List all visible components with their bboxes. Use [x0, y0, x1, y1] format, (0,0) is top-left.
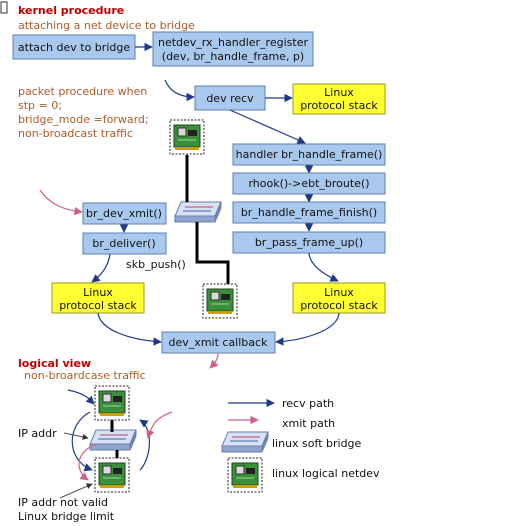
dev-xmit-callback-label: dev_xmit callback	[169, 336, 269, 349]
attach-dev-box: attach dev to bridge	[12, 34, 136, 60]
ip-addr-not-valid-label: IP addr not valid	[18, 496, 108, 509]
br-deliver-box: br_deliver()	[82, 232, 167, 255]
stack-left-line2: protocol stack	[59, 299, 137, 312]
netdev-icon-logical-bottom	[94, 457, 130, 493]
bridge-icon-logical	[89, 429, 137, 451]
stack-right-line1: Linux	[324, 286, 354, 299]
rhook-box: rhook()->ebt_broute()	[232, 172, 386, 195]
legend-netdev-label: linux logical netdev	[272, 467, 380, 480]
bridge-icon-center	[174, 201, 222, 223]
br-handle-frame-finish-box: br_handle_frame_finish()	[232, 201, 386, 224]
arrow-ip-addr	[63, 432, 89, 440]
netdev-icon-bottom	[202, 283, 238, 319]
arrow-ip-addr-not-valid	[59, 483, 93, 499]
arrow-left-stack-to-callback	[97, 312, 162, 346]
packet-note-line3: bridge_mode =forward;	[18, 113, 149, 126]
skb-push-label: skb_push()	[126, 258, 186, 271]
corner-mark	[0, 1, 8, 14]
br-dev-xmit-box: br_dev_xmit()	[82, 202, 167, 225]
legend-bridge-label: linux soft bridge	[272, 437, 362, 450]
br-deliver-label: br_deliver()	[92, 237, 155, 250]
subheading-attach: attaching a net device to bridge	[18, 19, 195, 32]
linux-protocol-stack-top: Linux protocol stack	[292, 83, 386, 115]
handler-box: handler br_handle_frame()	[232, 143, 386, 166]
legend-bridge-icon	[221, 431, 269, 453]
packet-note-line1: packet procedure when	[18, 85, 147, 98]
br-dev-xmit-label: br_dev_xmit()	[86, 207, 162, 220]
linux-protocol-stack-left: Linux protocol stack	[51, 282, 145, 314]
netdev-icon-logical-top	[94, 385, 130, 421]
attach-dev-label: attach dev to bridge	[18, 41, 130, 54]
packet-note-line4: non-broadcast traffic	[18, 127, 133, 140]
br-handle-frame-finish-label: br_handle_frame_finish()	[241, 206, 377, 219]
netdev-icon-top	[169, 119, 205, 155]
arrow-deliver-to-stack	[91, 253, 111, 283]
arrow-into-br-dev-xmit	[39, 189, 83, 216]
arrow-pass-up-to-stack	[308, 252, 339, 282]
dev-xmit-callback-box: dev_xmit callback	[161, 331, 276, 354]
dev-recv-label: dev recv	[206, 92, 254, 105]
loop-recv-right	[139, 419, 150, 471]
handler-label: handler br_handle_frame()	[236, 148, 383, 161]
netdev-rx-line1: netdev_rx_handler_register	[158, 36, 308, 49]
rhook-label: rhook()->ebt_broute()	[248, 177, 369, 190]
stack-top-line1: Linux	[324, 86, 354, 99]
arrow-right-stack-to-callback	[275, 312, 340, 346]
arrow-out-of-callback	[209, 352, 219, 369]
loop-xmit-left	[78, 443, 97, 481]
stack-top-line2: protocol stack	[300, 99, 378, 112]
br-pass-frame-up-box: br_pass_frame_up()	[232, 231, 386, 254]
dev-recv-box: dev recv	[194, 85, 266, 111]
loop-recv-top	[67, 389, 95, 405]
stack-left-line1: Linux	[83, 286, 113, 299]
packet-note-line2: stp = 0;	[18, 99, 62, 112]
linux-protocol-stack-right: Linux protocol stack	[292, 282, 386, 314]
subheading-logical: non-broardcase traffic	[24, 369, 146, 382]
stack-right-line2: protocol stack	[300, 299, 378, 312]
ip-addr-label: IP addr	[18, 427, 57, 440]
netdev-rx-handler-register-box: netdev_rx_handler_register (dev, br_hand…	[152, 31, 314, 67]
loop-recv-left	[71, 411, 93, 472]
netdev-rx-line2: (dev, br_handle_frame, p)	[162, 50, 304, 63]
loop-xmit-right	[146, 411, 173, 439]
arrow-into-dev-recv	[164, 79, 195, 102]
link-bridge-to-bottom-netdev	[195, 222, 230, 284]
heading-kernel-procedure: kernel procedure	[18, 4, 124, 17]
linux-bridge-limit-label: Linux bridge limit	[18, 510, 115, 523]
br-pass-frame-up-label: br_pass_frame_up()	[255, 236, 363, 249]
legend-xmit-label: xmit path	[282, 417, 335, 430]
heading-logical-view: logical view	[18, 357, 91, 370]
arrow-dev-recv-to-handler	[229, 109, 306, 144]
legend-recv-label: recv path	[282, 397, 334, 410]
legend-netdev-icon	[227, 457, 263, 493]
